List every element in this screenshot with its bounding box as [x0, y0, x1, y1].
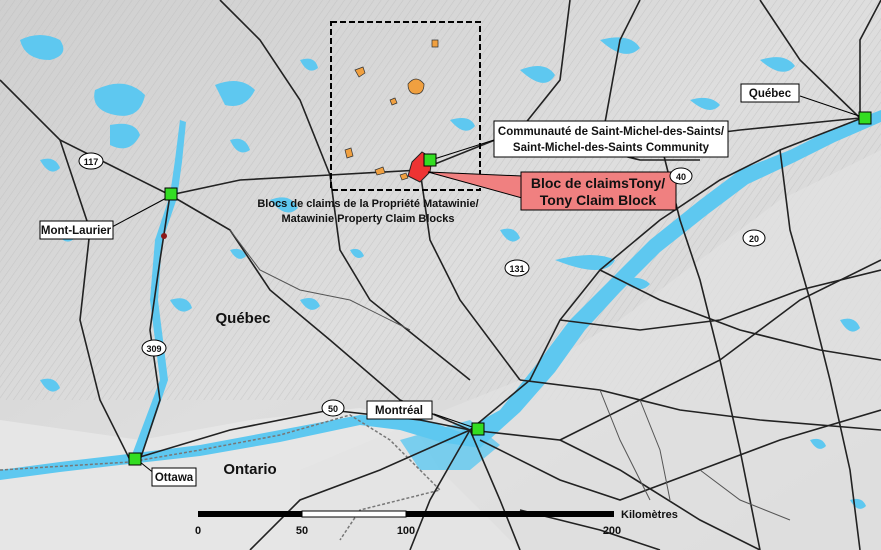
quebec-city-leader-line [799, 95, 866, 119]
matawinie-label-line2: Matawinie Property Claim Blocks [282, 213, 455, 225]
community-label-line2: Saint-Michel-des-Saints Community [513, 142, 710, 154]
highway-shield-40: 40 [669, 167, 693, 185]
secondary-roads [229, 229, 791, 521]
mont-laurier-label: Mont-Laurier [41, 225, 112, 237]
quebec-city-marker [858, 111, 872, 125]
provincial-border [0, 414, 442, 541]
highway-shield-309: 309 [141, 339, 167, 357]
mont-laurier-label-box [39, 220, 114, 240]
ottawa-label-box [151, 467, 197, 487]
scale-segment-0-50 [198, 511, 302, 517]
scale-tick-200: 200 [603, 525, 621, 537]
scale-tick-50: 50 [296, 525, 308, 537]
highway-shield-50: 50 [321, 399, 345, 417]
montreal-marker [471, 422, 485, 436]
community-label-box [493, 120, 729, 158]
ottawa-marker [128, 452, 142, 466]
scale-unit-label: Kilomètres [621, 509, 678, 521]
quebec-city-label: Québec [749, 88, 792, 100]
quebec-province-label: Québec [215, 310, 270, 327]
matawinie-inset-box [330, 21, 481, 191]
mont-laurier-marker [164, 187, 178, 201]
highway-40-label: 40 [676, 172, 686, 182]
matawinie-claim-blocks [344, 39, 439, 181]
highway-309-label: 309 [146, 344, 161, 354]
ottawa-label: Ottawa [155, 472, 194, 484]
scale-segment-50-100 [301, 510, 407, 518]
mont-laurier-leader-line [111, 194, 173, 228]
community-marker [423, 153, 437, 167]
highway-shield-131: 131 [504, 259, 530, 277]
montreal-label-box [366, 400, 433, 420]
highway-50-label: 50 [328, 404, 338, 414]
montreal-label: Montréal [375, 405, 423, 417]
tony-label-box [520, 171, 677, 211]
matawinie-label-line1: Blocs de claims de la Propriété Matawini… [257, 198, 478, 210]
tony-label-line1: Bloc de claimsTony/ [531, 175, 665, 191]
scale-bar: 0 50 100 200 Kilomètres [195, 509, 678, 537]
community-leader-line [430, 139, 495, 161]
scale-segment-100-200 [406, 511, 614, 517]
highway-shield-117: 117 [78, 152, 104, 170]
highway-20-label: 20 [749, 234, 759, 244]
small-town-dot [161, 233, 167, 239]
highway-shield-20: 20 [742, 229, 766, 247]
montreal-leader-line [433, 413, 479, 430]
community-label-line1: Communauté de Saint-Michel-des-Saints/ [498, 126, 725, 138]
scale-tick-100: 100 [397, 525, 415, 537]
lakes [20, 35, 866, 509]
highway-117-label: 117 [84, 157, 99, 167]
quebec-city-label-box [740, 83, 800, 103]
scale-tick-0: 0 [195, 525, 201, 537]
highway-131-label: 131 [509, 264, 524, 274]
ontario-province-label: Ontario [223, 461, 276, 478]
ottawa-river [130, 120, 186, 462]
tony-label-line2: Tony Claim Block [540, 192, 657, 208]
